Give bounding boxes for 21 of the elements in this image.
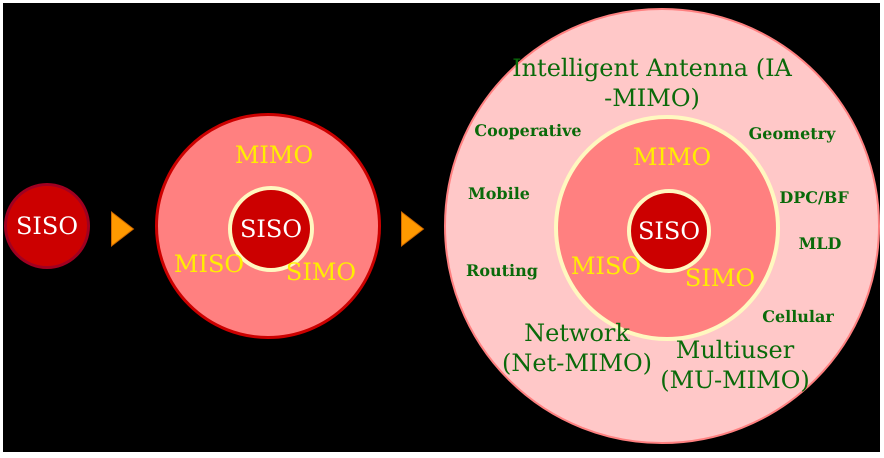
category-label: Routing (466, 261, 538, 281)
simo-label: SIMO (286, 257, 356, 287)
category-label: Cooperative (474, 121, 582, 141)
node-label: SISO (240, 214, 302, 244)
category-label: Cellular (762, 307, 834, 327)
arrow (111, 210, 134, 248)
node-label: SISO (16, 211, 78, 241)
miso-label: MISO (570, 251, 642, 281)
category-label: Network (Net-MIMO) (501, 318, 653, 378)
node-label: SISO (638, 216, 700, 246)
circle-title: Intelligent Antenna (IA -MIMO) (511, 53, 793, 113)
mimo-label: MIMO (632, 142, 712, 172)
category-label: Mobile (468, 184, 530, 204)
category-label: MLD (798, 234, 842, 254)
simo-label: SIMO (684, 263, 756, 293)
mimo-label: MIMO (234, 140, 314, 170)
category-label: DPC/BF (779, 188, 849, 208)
miso-label: MISO (174, 249, 244, 279)
category-label: Multiuser (MU-MIMO) (659, 335, 811, 395)
category-label: Geometry (748, 124, 836, 144)
arrow (401, 210, 424, 248)
